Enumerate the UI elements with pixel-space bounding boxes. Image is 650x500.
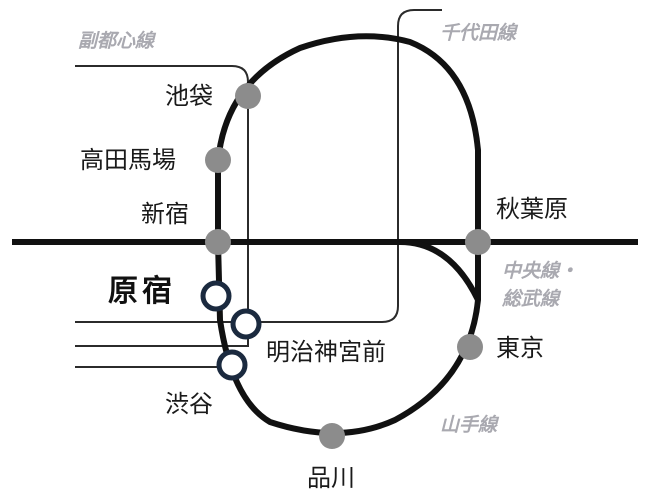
station-label-shibuya: 渋谷 xyxy=(165,390,213,418)
station-label-akihabara: 秋葉原 xyxy=(496,195,568,223)
chuo-sobu-line-label-2: 総武線 xyxy=(502,288,560,310)
station-label-harajuku: 原宿 xyxy=(108,274,176,309)
station-label-tokyo: 東京 xyxy=(496,334,544,362)
station-marker-shinjuku xyxy=(205,229,231,255)
chiyoda-line xyxy=(75,9,442,323)
station-label-meijijingumae: 明治神宮前 xyxy=(266,338,386,366)
yamanote-line xyxy=(215,33,481,436)
station-label-shinjuku: 新宿 xyxy=(141,200,189,228)
station-label-ikebukuro: 池袋 xyxy=(165,82,213,110)
station-label-shinagawa: 品川 xyxy=(307,464,355,492)
station-marker-harajuku xyxy=(200,280,232,312)
station-marker-ikebukuro xyxy=(235,83,261,109)
station-label-takadanobaba: 高田馬場 xyxy=(80,146,176,174)
station-marker-tokyo xyxy=(457,334,483,360)
chiyoda-line-label: 千代田線 xyxy=(440,22,517,44)
station-marker-meijijingumae xyxy=(230,308,262,340)
station-marker-shibuya xyxy=(216,349,248,381)
chuo-sobu-line-label-1: 中央線・ xyxy=(502,260,579,282)
station-marker-akihabara xyxy=(465,229,491,255)
station-marker-takadanobaba xyxy=(205,147,231,173)
station-marker-shinagawa xyxy=(319,423,345,449)
fukutoshin-line-label: 副都心線 xyxy=(78,30,155,52)
chuo-sobu-branch xyxy=(399,239,481,302)
yamanote-line-label: 山手線 xyxy=(440,414,498,436)
